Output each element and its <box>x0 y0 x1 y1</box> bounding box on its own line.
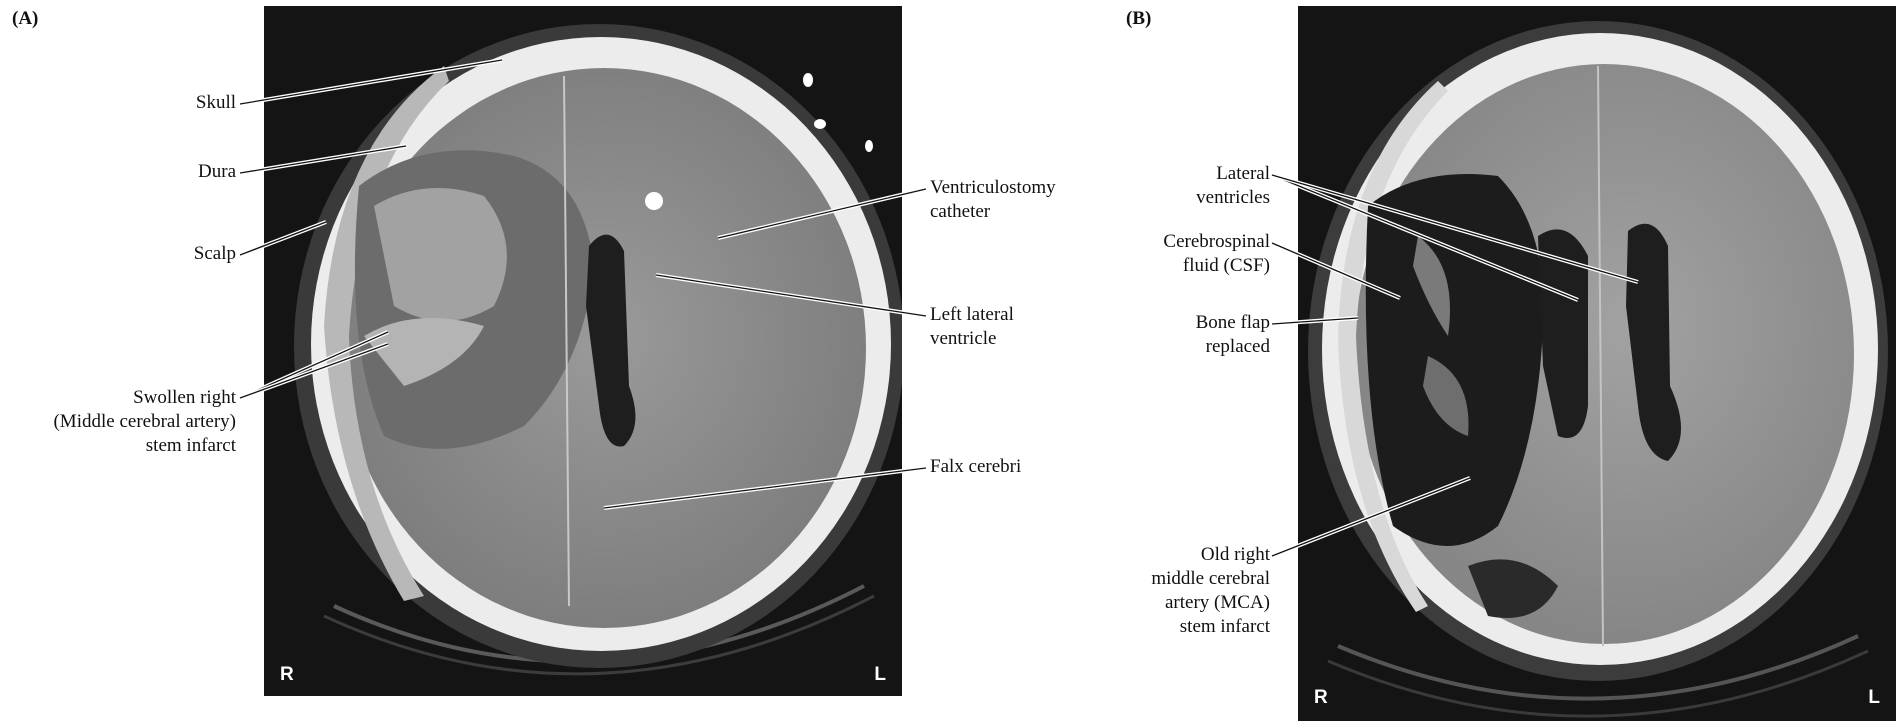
label-left-lateral-ventricle: Left lateral ventricle <box>930 304 1014 349</box>
falx-line <box>563 75 570 607</box>
panel-a-label: (A) <box>12 8 39 29</box>
ct-scan-b: R L <box>1298 6 1896 721</box>
label-dura: Dura <box>198 161 236 182</box>
label-skull: Skull <box>195 92 236 113</box>
orientation-left-marker: L <box>874 664 886 685</box>
orientation-left-marker-b: L <box>1868 687 1880 708</box>
label-ventriculostomy-catheter: Ventriculostomy catheter <box>930 177 1056 222</box>
label-falx-cerebri: Falx cerebri <box>930 456 1022 477</box>
label-bone-flap: Bone flap replaced <box>1195 312 1270 357</box>
label-csf: Cerebrospinal fluid (CSF) <box>1163 231 1270 276</box>
left-lateral-ventricle-b <box>1626 223 1682 461</box>
label-scalp: Scalp <box>193 243 236 264</box>
label-swollen-infarct: Swollen right (Middle cerebral artery) s… <box>53 387 236 456</box>
orientation-right-marker: R <box>280 664 294 685</box>
label-lateral-ventricles: Lateral ventricles <box>1196 163 1270 208</box>
orientation-right-marker-b: R <box>1314 687 1328 708</box>
catheter-tip <box>645 192 663 210</box>
ct-scan-a-graphic <box>294 24 902 676</box>
ct-scan-a: R L <box>264 6 902 696</box>
ct-scan-b-graphic <box>1308 21 1888 718</box>
label-old-mca-infarct: Old right middle cerebral artery (MCA) s… <box>1151 544 1270 637</box>
panel-b-label: (B) <box>1126 8 1152 29</box>
left-lateral-ventricle <box>586 234 636 447</box>
